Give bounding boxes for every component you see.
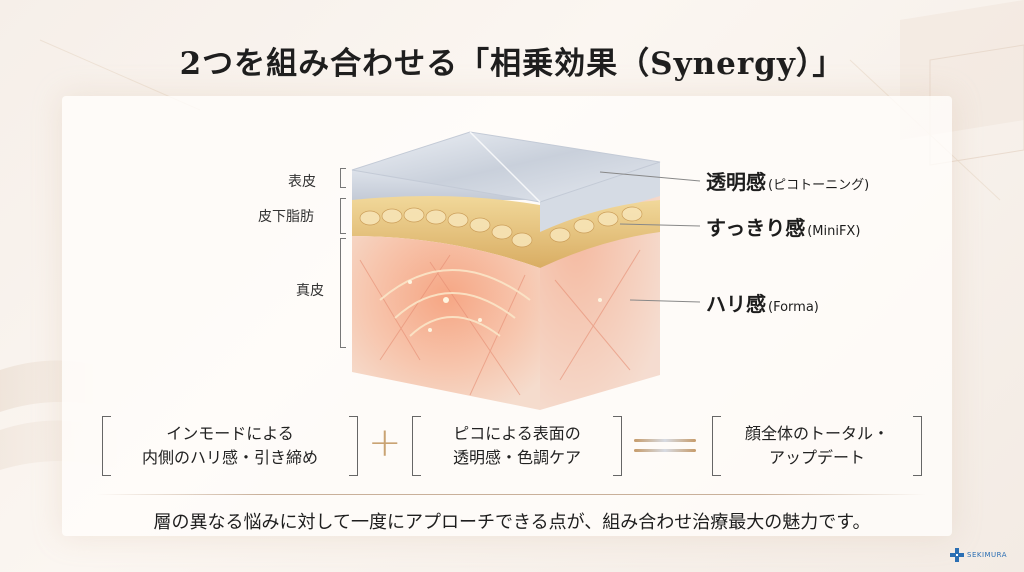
bracket-dermis	[340, 238, 346, 348]
layer-label-epidermis: 表皮	[288, 174, 316, 190]
equation-box-line: 顔全体のトータル・	[744, 424, 889, 443]
brand-logo-text: SEKIMURA	[967, 551, 1008, 559]
equation-box-line: 透明感・色調ケア	[452, 448, 581, 467]
footer-message: 層の異なる悩みに対して一度にアプローチできる点が、組み合わせ治療最大の魅力です。	[153, 512, 871, 533]
equation-box-line: ピコによる表面の	[453, 424, 581, 443]
bracket-subcutaneous-fat	[340, 198, 346, 234]
equation-box-line: アップデート	[768, 448, 865, 467]
effect-label-text: 透明感	[706, 170, 766, 194]
bracket-epidermis	[340, 168, 346, 188]
effect-label-text: ハリ感	[706, 292, 766, 316]
equals-sign	[634, 436, 696, 456]
page-title: 2つを組み合わせる「相乗効果（Synergy）」	[179, 46, 845, 82]
effect-label-text: すっきり感	[706, 216, 806, 240]
equation-box-result: 顔全体のトータル・ アップデート	[712, 416, 922, 476]
divider	[96, 494, 926, 495]
effect-label-sub: (MiniFX)	[807, 224, 861, 239]
equation-box-line: インモードによる	[166, 424, 294, 443]
effect-label-contour: すっきり感(MiniFX)	[706, 212, 860, 241]
equation-box-line: 内側のハリ感・引き締め	[141, 448, 318, 467]
effect-label-sub: (ピコトーニング)	[768, 178, 870, 193]
equation-box-inmode: インモードによる 内側のハリ感・引き締め	[102, 416, 358, 476]
brand-logo: SEKIMURA	[950, 548, 1007, 562]
effect-label-sub: (Forma)	[768, 300, 819, 315]
effect-label-translucency: 透明感(ピコトーニング)	[706, 166, 869, 195]
layer-label-subcutaneous-fat: 皮下脂肪	[258, 209, 314, 225]
plus-cross-icon	[950, 548, 964, 562]
plus-sign: +	[368, 420, 402, 466]
equation-box-pico: ピコによる表面の 透明感・色調ケア	[412, 416, 622, 476]
layer-label-dermis: 真皮	[296, 283, 324, 299]
effect-label-firmness: ハリ感(Forma)	[706, 288, 819, 317]
